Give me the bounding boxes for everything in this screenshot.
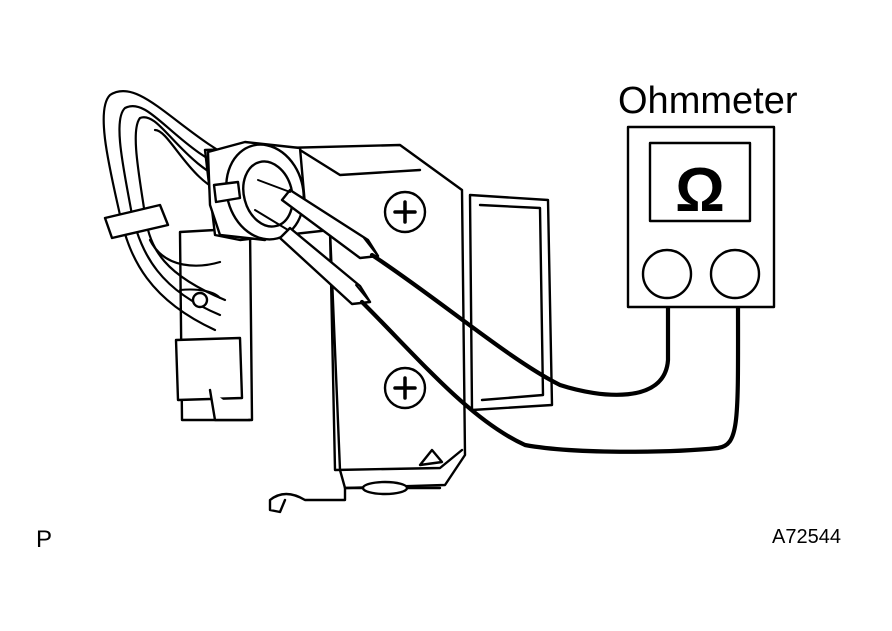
test-probe-upper: [257, 179, 380, 260]
harness-clip: [103, 203, 170, 240]
module-body: [174, 193, 554, 422]
figure-code: P: [36, 526, 53, 553]
bracket-hole: [191, 291, 209, 309]
ohmmeter-display: [648, 141, 752, 223]
test-lead-upper: [369, 252, 671, 397]
ohmmeter-label: Ohmmeter: [618, 80, 798, 122]
figure-id: A72544: [772, 526, 841, 548]
test-lead-lower: [359, 293, 741, 454]
wire-harness: [102, 89, 247, 332]
wire-connector: [206, 140, 307, 242]
screw-lower: [383, 366, 427, 410]
screw-upper: [383, 190, 427, 234]
omega-symbol: Ω: [675, 156, 725, 225]
ohmmeter-terminal-right: [709, 248, 761, 300]
ohmmeter-terminal-left: [641, 248, 693, 300]
ohmmeter: [626, 125, 776, 309]
